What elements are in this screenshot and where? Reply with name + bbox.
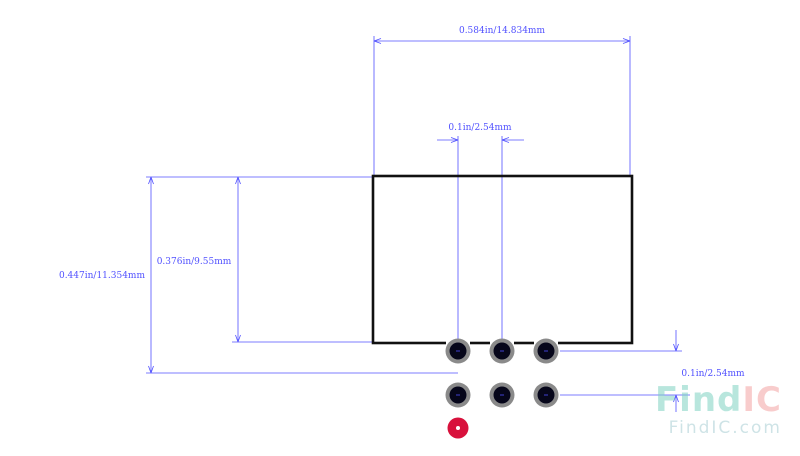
dim-outer-arrow-bottom: [148, 365, 154, 374]
pad-1: [445, 338, 471, 364]
dim-label-inner-height: 0.376in/9.55mm: [157, 257, 232, 267]
watermark-logo-ic: IC: [742, 380, 782, 420]
watermark-logo-find: Find: [654, 380, 743, 420]
dim-label-outer-height: 0.447in/11.354mm: [59, 271, 145, 281]
dim-right-arrow-top: [673, 343, 679, 352]
dim-pitch-arrow-right: [501, 137, 510, 143]
component-outline: [371, 174, 634, 345]
dim-outer-arrow-top: [148, 176, 154, 185]
pad-4: [445, 382, 471, 408]
pad-array: [445, 338, 559, 439]
watermark-url: FindIC.com: [668, 418, 782, 438]
body-rectangle: [371, 174, 634, 345]
pad-3: [533, 338, 559, 364]
pad-5: [489, 382, 515, 408]
dim-right-arrow-bottom: [673, 394, 679, 403]
dim-label-top-width: 0.584in/14.834mm: [459, 26, 545, 36]
watermark-logo: FindIC: [655, 380, 782, 420]
dimension-lines: [146, 36, 690, 412]
pin1-marker: [447, 417, 469, 439]
dim-label-right-pitch: 0.1in/2.54mm: [681, 369, 745, 379]
dim-pitch-arrow-left: [450, 137, 459, 143]
pad-6: [533, 382, 559, 408]
dim-inner-arrow-bottom: [235, 334, 241, 343]
dim-top-arrow-right: [622, 38, 631, 44]
pad-2: [489, 338, 515, 364]
dim-inner-arrow-top: [235, 176, 241, 185]
dim-top-arrow-left: [373, 38, 382, 44]
dim-label-top-pitch: 0.1in/2.54mm: [448, 123, 512, 133]
pin1-center: [456, 426, 460, 430]
